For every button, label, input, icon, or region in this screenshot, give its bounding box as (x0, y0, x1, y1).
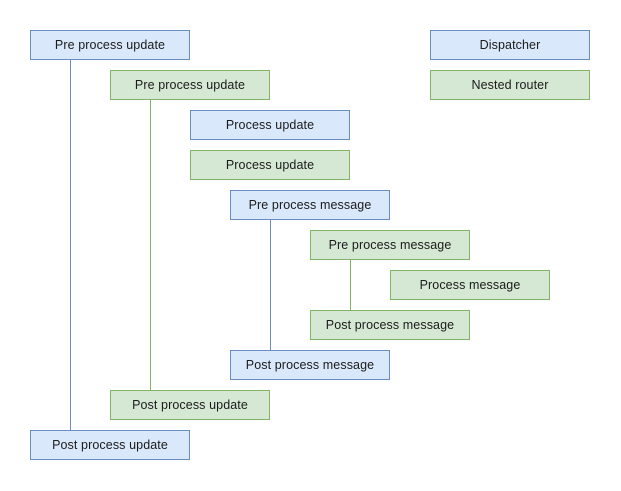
connector-pre-process-update-to-post-process-update (70, 60, 71, 430)
legend-item-dispatcher: Dispatcher (430, 30, 590, 60)
legend-item-nested-router: Nested router (430, 70, 590, 100)
node-process-update-router[interactable]: Process update (190, 150, 350, 180)
node-process-message-router[interactable]: Process message (390, 270, 550, 300)
node-pre-process-update-dispatcher[interactable]: Pre process update (30, 30, 190, 60)
connector-router-pre-process-message-to-post-process-message (350, 260, 351, 310)
connector-router-pre-process-update-to-post-process-update (150, 100, 151, 390)
connector-pre-process-message-to-post-process-message (270, 220, 271, 350)
node-post-process-message-router[interactable]: Post process message (310, 310, 470, 340)
node-pre-process-message-router[interactable]: Pre process message (310, 230, 470, 260)
node-process-update-dispatcher[interactable]: Process update (190, 110, 350, 140)
node-post-process-update-router[interactable]: Post process update (110, 390, 270, 420)
node-post-process-message-dispatcher[interactable]: Post process message (230, 350, 390, 380)
node-post-process-update-dispatcher[interactable]: Post process update (30, 430, 190, 460)
node-pre-process-message-dispatcher[interactable]: Pre process message (230, 190, 390, 220)
node-pre-process-update-router[interactable]: Pre process update (110, 70, 270, 100)
